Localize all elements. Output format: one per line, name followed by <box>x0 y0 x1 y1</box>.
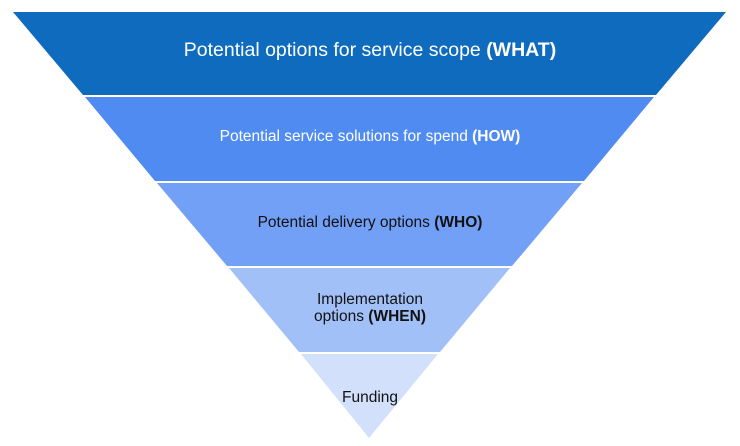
funnel-level-2-how <box>85 97 654 181</box>
funnel-level-1-what <box>13 12 726 95</box>
level-5-label: Funding <box>341 389 398 406</box>
funnel-level-4-when <box>229 268 510 352</box>
level-3-label: Potential delivery options (WHO) <box>257 214 483 231</box>
funnel-level-5-funding <box>301 354 438 438</box>
funnel-level-3-who <box>157 183 582 266</box>
level-4-label: Implementation options (WHEN) <box>314 291 426 326</box>
level-1-label: Potential options for service scope (WHA… <box>183 39 557 61</box>
level-2-label: Potential service solutions for spend (H… <box>219 128 521 145</box>
